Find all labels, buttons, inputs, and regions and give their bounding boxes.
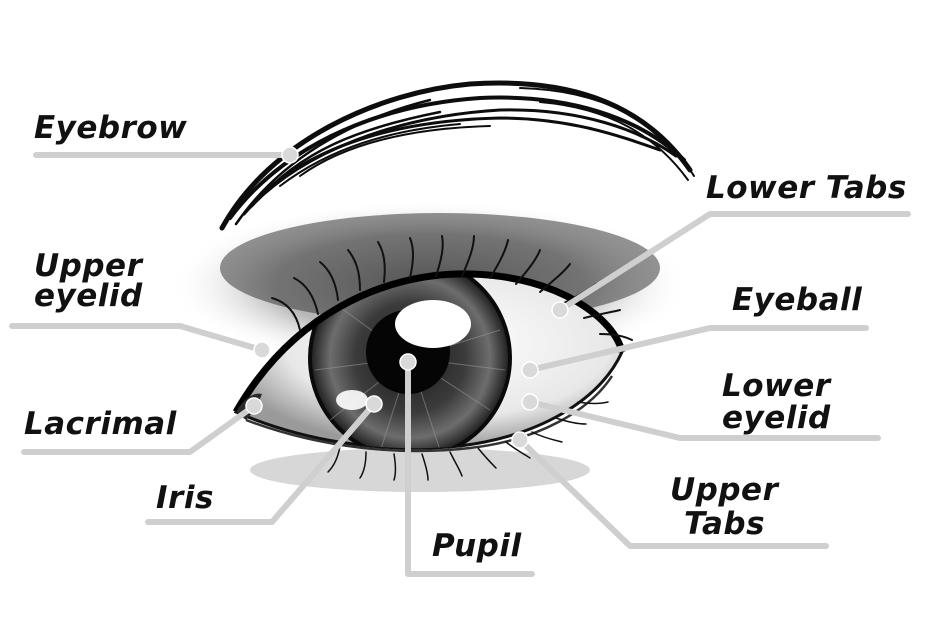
label-iris: Iris bbox=[156, 480, 214, 516]
dot-upper-tabs bbox=[511, 431, 529, 449]
dot-eyeball bbox=[521, 361, 539, 379]
dot-lower-tabs bbox=[551, 301, 569, 319]
label-upper-tabs-line2: Tabs bbox=[684, 506, 765, 542]
label-upper-eyelid-line2: eyelid bbox=[34, 278, 143, 314]
dot-upper-eyelid bbox=[253, 341, 271, 359]
highlight-small bbox=[336, 390, 368, 410]
leader-iris bbox=[145, 401, 377, 525]
label-lower-tabs: Lower Tabs bbox=[706, 170, 907, 206]
dot-pupil bbox=[399, 353, 417, 371]
leader-lower-eyelid bbox=[527, 399, 881, 441]
dot-eyebrow bbox=[281, 146, 299, 164]
label-lower-eyelid-line2: eyelid bbox=[722, 400, 831, 436]
label-pupil: Pupil bbox=[432, 528, 522, 564]
dot-lacrimal bbox=[245, 397, 263, 415]
label-upper-eyelid-line1: Upper bbox=[34, 248, 144, 284]
lower-lid-line bbox=[245, 375, 614, 453]
eye-illustration bbox=[170, 80, 695, 492]
leader-eyeball bbox=[527, 325, 869, 373]
leader-lacrimal bbox=[21, 403, 257, 455]
highlight-large bbox=[395, 300, 471, 348]
label-upper-tabs-line1: Upper bbox=[670, 472, 780, 508]
label-lacrimal: Lacrimal bbox=[24, 406, 177, 442]
leader-pupil bbox=[405, 359, 535, 577]
leader-upper-eyelid bbox=[9, 323, 265, 353]
label-eyeball: Eyeball bbox=[732, 282, 862, 318]
labels: Eyebrow Upper eyelid Lacrimal Iris Pupil… bbox=[24, 110, 907, 564]
label-lower-eyelid-line1: Lower bbox=[722, 368, 832, 404]
label-eyebrow: Eyebrow bbox=[34, 110, 187, 146]
dot-iris bbox=[365, 395, 383, 413]
leader-lower-tabs bbox=[557, 211, 911, 313]
lower-lid-shadow bbox=[250, 448, 590, 492]
dot-lower-eyelid bbox=[521, 393, 539, 411]
upper-lashes bbox=[271, 235, 633, 341]
leader-upper-tabs bbox=[517, 437, 829, 549]
lower-lashes bbox=[327, 401, 609, 481]
leader-lines bbox=[9, 146, 911, 577]
